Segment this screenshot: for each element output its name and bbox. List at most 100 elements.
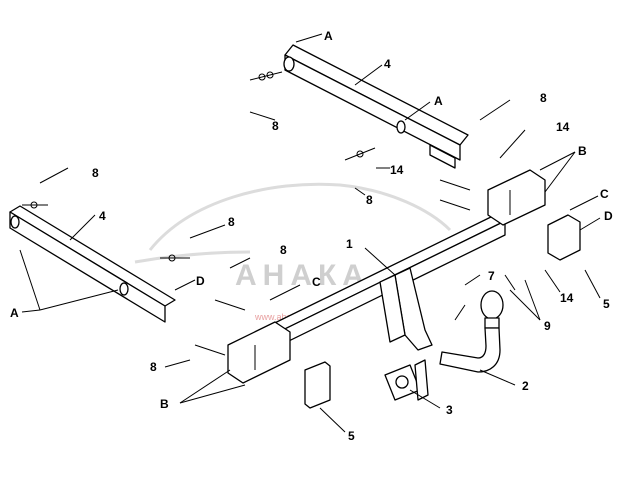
leader-8-middle (354, 187, 366, 196)
bolt-9 (504, 274, 516, 291)
right-plate-d (547, 214, 581, 261)
socket-plate-hole (395, 375, 409, 389)
callout-d-left: D (196, 274, 205, 288)
left-plate-b (227, 321, 291, 384)
leader-c-right (569, 195, 599, 211)
leader-lines (19, 33, 601, 433)
leader-b-right-b (544, 151, 576, 193)
leader-5-left (319, 407, 346, 433)
bolts-and-washers (22, 71, 516, 356)
leader-a-top (295, 33, 323, 43)
callout-8-left-middle: 8 (280, 243, 287, 257)
leader-14-top (499, 129, 526, 159)
bolt-upper-a (249, 71, 283, 81)
leader-4-top (354, 64, 383, 86)
lower-bracket-hole-middle (119, 282, 129, 296)
bolt-14 (344, 147, 376, 161)
callout-a-middle: A (434, 94, 443, 108)
leader-9-b (524, 279, 541, 321)
left-mounting-plate (227, 321, 331, 409)
callout-7: 7 (488, 269, 495, 283)
callout-a-lower: A (10, 306, 19, 320)
upper-side-bracket-4 (283, 44, 469, 169)
leader-8-left-bottom (164, 359, 191, 368)
callout-5-right: 5 (603, 297, 610, 311)
tow-ball-neck (484, 317, 500, 329)
leader-8-right (479, 99, 511, 121)
callout-c-left: C (312, 275, 321, 289)
washer-upper-a1 (258, 73, 266, 81)
callout-8-top: 8 (272, 119, 279, 133)
washer-upper-a2 (266, 71, 274, 79)
watermark: АНАКА www.ahaka.ru (134, 182, 452, 322)
leader-8-lower-middle (189, 224, 226, 239)
callout-8-lower-top: 8 (92, 166, 99, 180)
leader-d-right (579, 217, 601, 231)
leader-3 (409, 389, 441, 409)
bolt-7 (454, 304, 466, 321)
lower-bracket-top-face (9, 205, 176, 307)
tow-ball-shank (439, 327, 501, 373)
leader-9-a (509, 289, 541, 321)
watermark-brand: АНАКА (235, 259, 370, 292)
callout-8-middle: 8 (366, 193, 373, 207)
leader-2 (479, 369, 516, 386)
socket-plate-3 (384, 359, 429, 401)
leader-1 (364, 247, 396, 276)
leader-14-right (544, 269, 561, 293)
upper-bracket-end-plate (429, 144, 456, 169)
tow-ball-2 (439, 290, 504, 373)
callout-8-left-bottom: 8 (150, 360, 157, 374)
leader-a-lower-2 (39, 289, 119, 311)
leader-b-left-b (179, 384, 246, 404)
callout-14-top: 14 (556, 120, 570, 134)
callout-a-top: A (324, 29, 333, 43)
lower-bracket-front-face (9, 211, 166, 323)
watermark-car-underline (134, 250, 251, 264)
leader-a-lower-1 (19, 249, 41, 311)
leader-a-lower-base (21, 309, 41, 313)
right-mounting-plate (487, 169, 581, 261)
callout-14-right: 14 (560, 291, 574, 305)
callout-b-left: B (160, 397, 169, 411)
callout-14-middle: 14 (390, 163, 404, 177)
watermark-car-outline (148, 182, 452, 251)
washer-14 (356, 150, 364, 158)
lower-bracket-hole-front (10, 215, 20, 229)
lower-side-bracket-4 (9, 205, 176, 323)
leader-a-middle (404, 101, 431, 121)
callout-4-lower: 4 (99, 209, 106, 223)
leader-4-lower (69, 214, 96, 241)
callout-labels: A 4 A 8 8 14 14 8 B C D 8 4 8 1 7 A D 8 … (10, 29, 613, 443)
leader-b-right-a (539, 151, 576, 171)
callout-8-right: 8 (540, 91, 547, 105)
upper-bracket-hole-front (283, 56, 295, 72)
callout-b-right: B (578, 144, 587, 158)
bolt-right-1 (439, 179, 471, 191)
bracket-plate-left (379, 274, 406, 343)
bolt-left-1 (214, 299, 246, 311)
callout-4-top: 4 (384, 57, 391, 71)
ball-mount-bracket (379, 267, 433, 351)
callout-1: 1 (346, 237, 353, 251)
callout-c-right: C (600, 187, 609, 201)
callout-8-lower-middle: 8 (228, 215, 235, 229)
callout-9: 9 (544, 319, 551, 333)
leader-b-left-a (179, 369, 231, 404)
leader-c-left (269, 284, 301, 301)
washer-lower-8 (168, 254, 176, 262)
left-plate-5 (304, 361, 331, 409)
washer-lower-a (30, 201, 38, 209)
callout-2: 2 (522, 379, 529, 393)
watermark-site: www.ahaka.ru (254, 312, 312, 322)
bolt-left-2 (194, 344, 226, 356)
leader-7 (464, 274, 481, 286)
leader-8-lower-top (39, 167, 69, 184)
callout-5-left: 5 (348, 429, 355, 443)
leader-8-left-middle (229, 257, 251, 269)
socket-bracket (414, 359, 429, 401)
leader-5-right (584, 269, 601, 299)
callout-3: 3 (446, 403, 453, 417)
